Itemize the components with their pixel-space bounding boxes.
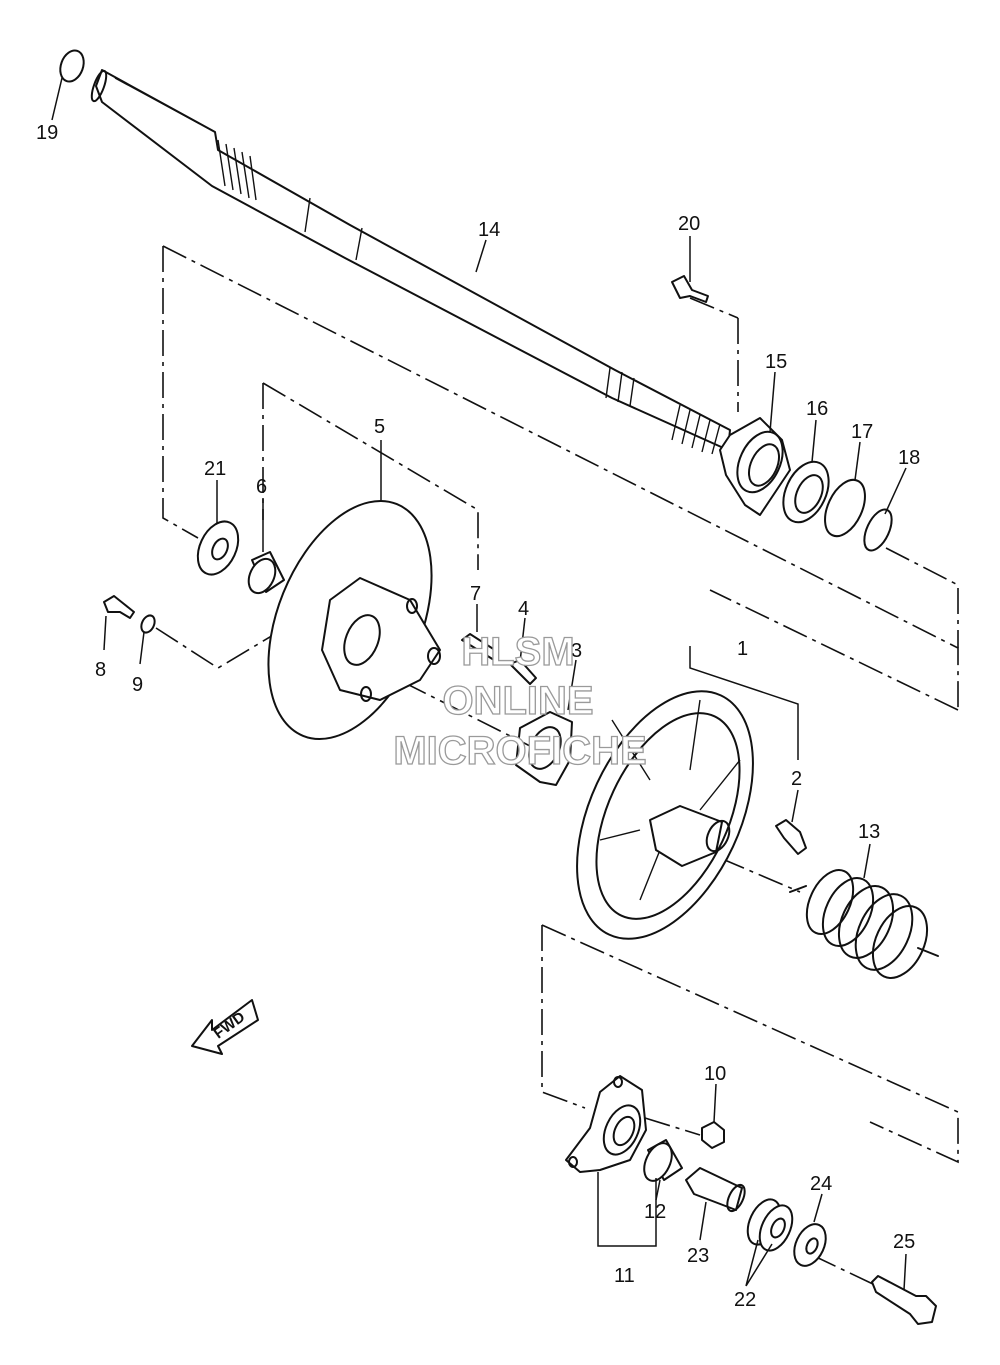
callout-19: 19 [36,122,58,144]
bearing-collar [643,1139,683,1182]
o-ring [59,49,85,83]
collar [247,551,285,595]
callout-7: 7 [470,583,481,605]
slider-piece [775,819,807,855]
callout-6: 6 [256,476,267,498]
circlip-small [863,508,893,552]
fixed-sheave [267,500,441,740]
callout-24: 24 [810,1173,832,1195]
callout-25: 25 [893,1231,915,1253]
callout-2: 2 [791,768,802,790]
callout-18: 18 [898,447,920,469]
callout-1: 1 [737,638,748,660]
callout-13: 13 [858,821,880,843]
circlip-large [824,478,866,538]
callout-8: 8 [95,659,106,681]
watermark-line-1: HLSM [461,630,574,674]
bearing-cap [565,1075,647,1173]
callout-16: 16 [806,398,828,420]
long-bolt [871,1275,937,1325]
flange-bolt [671,275,709,303]
callout-9: 9 [132,674,143,696]
callout-15: 15 [765,351,787,373]
callout-numbers: 1 2 3 4 5 6 7 8 9 10 11 12 13 14 15 16 1… [36,122,920,1311]
callout-17: 17 [851,421,873,443]
sleeve [685,1167,746,1213]
gasket [515,711,573,786]
spacer-set [746,1198,794,1252]
leader-lines [51,77,907,1291]
callout-10: 10 [704,1063,726,1085]
forward-direction-arrow: FWD [191,999,259,1055]
stud-bolt-small [509,659,537,685]
watermark-line-2: ONLINE [442,679,593,723]
callout-23: 23 [687,1245,709,1267]
bearing [782,460,830,524]
flange-nut [701,1121,725,1149]
callout-22: 22 [734,1289,756,1311]
watermark-line-3: MICROFICHE [393,729,646,773]
sheave-bolt [103,595,135,619]
watermark: HLSM ONLINE MICROFICHE [393,629,648,773]
callout-11: 11 [614,1265,635,1287]
thrust-washer [196,520,240,576]
callout-21: 21 [204,458,226,480]
sliding-sheave [576,690,754,940]
callout-14: 14 [478,219,500,241]
lock-washer [140,614,156,634]
callout-20: 20 [678,213,700,235]
callout-3: 3 [571,640,582,662]
secondary-shaft [90,69,731,455]
callout-4: 4 [518,598,529,620]
stud-bolt [461,633,499,661]
callout-5: 5 [374,416,385,438]
plain-washer [793,1223,827,1267]
bearing-housing [719,417,791,516]
callout-12: 12 [644,1201,666,1223]
compression-spring [789,869,939,979]
